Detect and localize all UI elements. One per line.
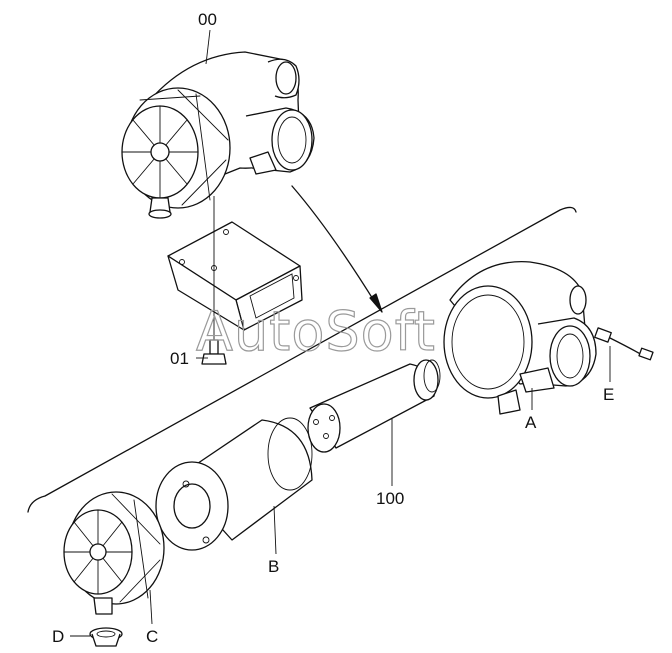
callout-C: C	[146, 627, 158, 646]
watermark: AutoSoft	[196, 300, 436, 363]
callout-D: D	[52, 627, 64, 646]
callout-E: E	[603, 385, 614, 404]
reference-arrow-head	[369, 293, 383, 313]
callout-00: 00	[198, 10, 217, 29]
dust-valve	[89, 627, 123, 647]
mounting-bracket	[167, 221, 303, 331]
callout-A: A	[525, 413, 537, 432]
end-cover	[63, 491, 165, 615]
leader-C	[149, 589, 153, 625]
assembled-air-cleaner	[121, 51, 315, 219]
bolt-01	[201, 339, 227, 365]
housing-exploded	[443, 261, 597, 415]
leader-00	[205, 29, 211, 65]
exploded-view-bracket	[27, 206, 577, 513]
callout-B: B	[268, 557, 279, 576]
outer-element	[155, 417, 313, 551]
inner-element	[307, 359, 441, 453]
reference-arrow	[291, 185, 377, 305]
callout-100: 100	[376, 489, 404, 508]
restriction-indicator	[594, 327, 654, 361]
leader-B	[273, 505, 277, 555]
callout-01: 01	[170, 349, 189, 368]
